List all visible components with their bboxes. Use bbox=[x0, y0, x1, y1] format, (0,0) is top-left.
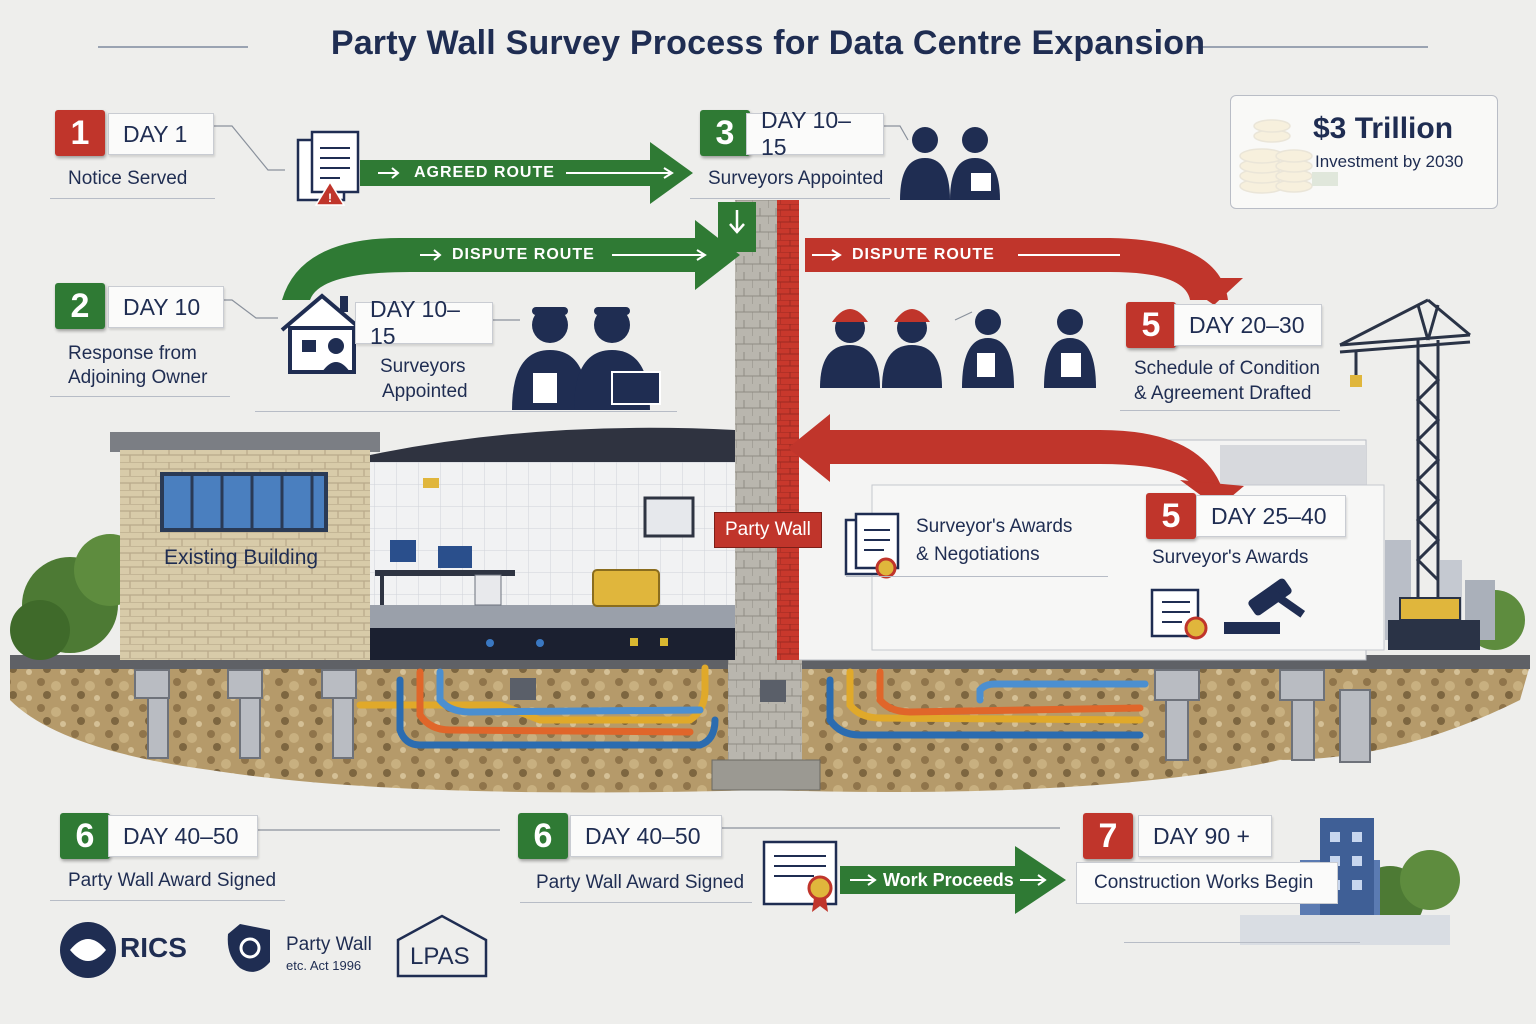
work-proceeds-label: Work Proceeds bbox=[883, 870, 1014, 890]
step-5a-label-line1: Schedule of Condition bbox=[1134, 358, 1320, 379]
lpas-logo-text: LPAS bbox=[410, 943, 470, 970]
step-2-label-line1: Response from bbox=[68, 343, 197, 364]
agreed-route-label: AGREED ROUTE bbox=[414, 164, 555, 181]
svg-text:!: ! bbox=[328, 191, 332, 205]
party-wall-act-logo-line1: Party Wall bbox=[286, 934, 372, 955]
step-2-underline bbox=[50, 396, 230, 397]
step-surveyors-label-line2: Appointed bbox=[382, 381, 468, 402]
step-7-label-box bbox=[1076, 862, 1338, 904]
step-6a-badge: 6 bbox=[60, 813, 110, 859]
step-surveyors-label-line1: Surveyors bbox=[380, 356, 466, 377]
step-3-badge: 3 bbox=[700, 110, 750, 156]
step-2-badge: 2 bbox=[55, 283, 105, 329]
step-5b-label: Surveyor's Awards bbox=[1152, 547, 1309, 568]
step-6b-day: DAY 40–50 bbox=[570, 815, 722, 857]
step-1-badge: 1 bbox=[55, 110, 105, 156]
existing-building-label: Existing Building bbox=[164, 546, 319, 569]
step-7-label: Construction Works Begin bbox=[1094, 872, 1314, 893]
step-7-underline bbox=[1124, 942, 1360, 943]
dispute-route-left-label: DISPUTE ROUTE bbox=[452, 246, 595, 263]
step-surveyors-day: DAY 10–15 bbox=[355, 296, 493, 349]
dispute-route-right-label: DISPUTE ROUTE bbox=[852, 246, 995, 263]
step-2-label-line2: Adjoining Owner bbox=[68, 367, 208, 388]
step-surveyors-underline bbox=[255, 411, 677, 412]
step-3-day: DAY 10–15 bbox=[746, 107, 884, 160]
step-5a-badge: 5 bbox=[1126, 302, 1176, 348]
step-5a-label-line2: & Agreement Drafted bbox=[1134, 383, 1312, 404]
step-1-label: Notice Served bbox=[68, 168, 188, 189]
step-5a-day: DAY 20–30 bbox=[1174, 304, 1322, 346]
investment-amount: $3 Trillion bbox=[1313, 112, 1454, 145]
page-title: Party Wall Survey Process for Data Centr… bbox=[330, 24, 1206, 62]
awards-underline bbox=[846, 576, 1108, 577]
step-6a-label: Party Wall Award Signed bbox=[68, 870, 277, 891]
step-5a-underline bbox=[1120, 410, 1340, 411]
step-6b-underline bbox=[520, 902, 752, 903]
step-6b-badge: 6 bbox=[518, 813, 568, 859]
title-rule-left bbox=[98, 46, 248, 48]
step-1-day: DAY 1 bbox=[108, 113, 214, 155]
step-6a-underline bbox=[50, 900, 285, 901]
step-7-badge: 7 bbox=[1083, 813, 1133, 859]
step-6b-label: Party Wall Award Signed bbox=[536, 872, 745, 893]
awards-negotiations-line1: Surveyor's Awards bbox=[916, 516, 1073, 537]
step-1-underline bbox=[50, 198, 215, 199]
step-5b-badge: 5 bbox=[1146, 493, 1196, 539]
party-wall-act-logo-line2: etc. Act 1996 bbox=[286, 958, 362, 973]
investment-caption: Investment by 2030 bbox=[1315, 152, 1464, 171]
rics-logo-text: RICS bbox=[120, 932, 187, 963]
step-7-day: DAY 90 + bbox=[1138, 815, 1272, 857]
investment-box bbox=[1230, 95, 1498, 209]
step-6a-day: DAY 40–50 bbox=[108, 815, 258, 857]
party-wall-label: Party Wall bbox=[714, 512, 822, 548]
step-3-underline bbox=[690, 198, 890, 199]
title-rule-right bbox=[1190, 46, 1428, 48]
step-5b-day: DAY 25–40 bbox=[1196, 495, 1346, 537]
step-3-label: Surveyors Appointed bbox=[708, 168, 884, 189]
step-2-day: DAY 10 bbox=[108, 286, 224, 328]
awards-negotiations-line2: & Negotiations bbox=[916, 544, 1040, 565]
